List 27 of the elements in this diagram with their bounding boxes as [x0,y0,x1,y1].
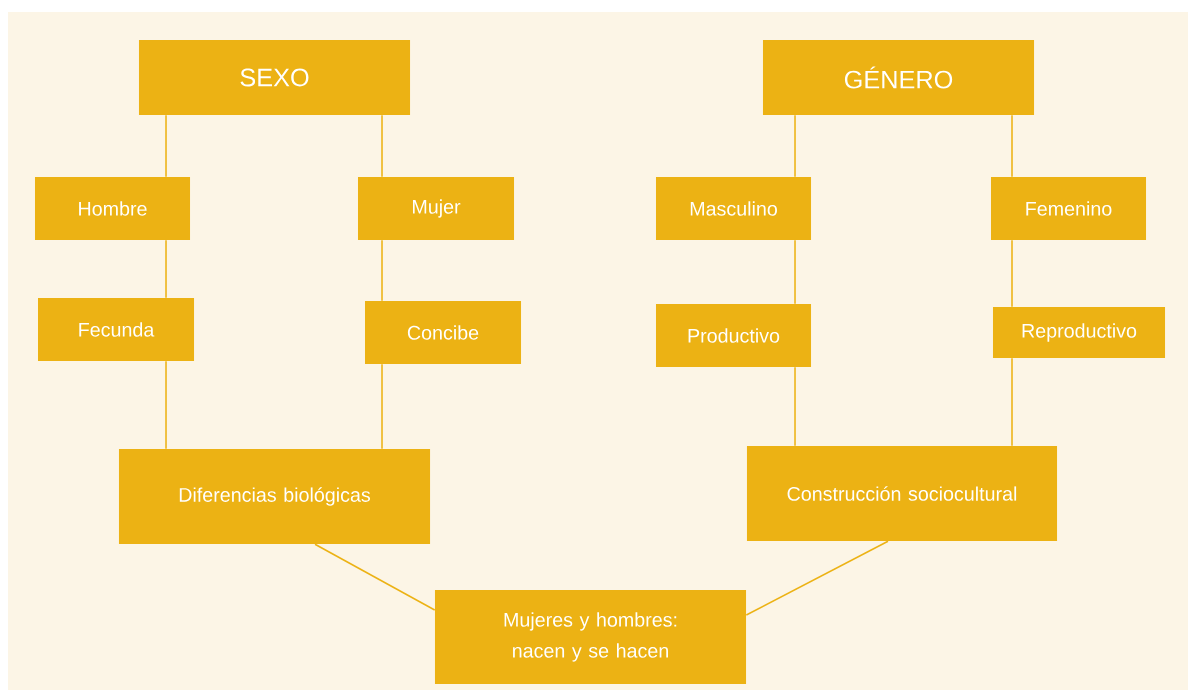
connector-line [165,360,167,450]
concept-box: Productivo [656,304,812,367]
concept-box: Diferencias biológicas [118,449,431,544]
concept-box: Mujeres y hombres: nacen y se hacen [434,590,747,684]
connector-line [381,363,383,450]
connector-line [794,239,796,305]
concept-box: Femenino [991,177,1147,240]
connector-line [794,114,796,178]
concept-box: Reproductivo [993,307,1166,358]
connector-line [381,114,383,178]
connector-line [165,239,167,299]
concept-box: Masculino [656,177,812,240]
concept-box: Mujer [358,177,515,240]
concept-box: Construcción sociocultural [746,446,1058,541]
heading-box: GÉNERO [762,40,1035,115]
connector-line [1011,239,1013,308]
heading-box: SEXO [139,40,411,115]
connector-line [745,540,889,616]
concept-box: Concibe [365,301,522,364]
connector-line [165,114,167,178]
concept-box: Fecunda [38,298,195,361]
connector-line [1011,114,1013,178]
concept-box: Hombre [35,177,191,240]
connector-line [381,239,383,302]
connector-line [1011,357,1013,447]
connector-line [314,543,436,611]
connector-line [794,366,796,447]
